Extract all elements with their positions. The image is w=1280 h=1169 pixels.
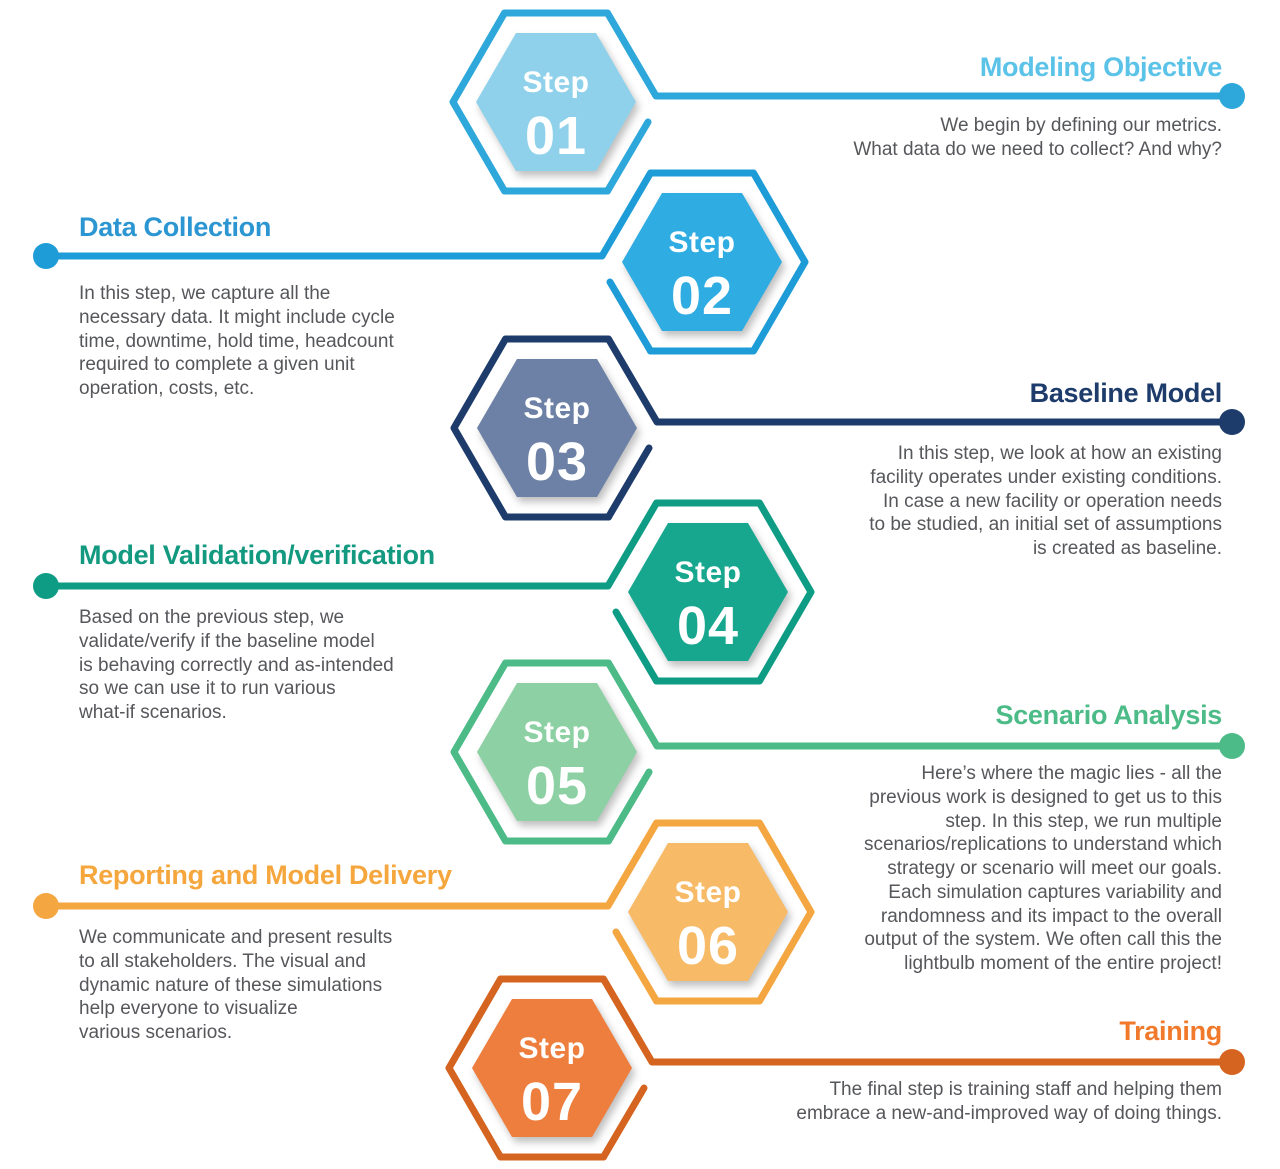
step-02-group: Step 02 bbox=[33, 169, 809, 355]
hexagon-outline-and-connector bbox=[450, 335, 1236, 521]
step-02-title: Data Collection bbox=[79, 212, 272, 242]
hexagon-step-04 bbox=[628, 523, 788, 661]
connector-dot bbox=[33, 893, 59, 919]
hexagon-outline-tail bbox=[605, 444, 653, 521]
step-04-number: 04 bbox=[677, 596, 739, 656]
step-07-group: Step 07 bbox=[445, 975, 1245, 1161]
hexagon-outline-tail bbox=[612, 928, 660, 1005]
step-01-outline-group bbox=[449, 9, 1236, 195]
step-05-description: Here’s where the magic lies - all the pr… bbox=[863, 763, 1222, 974]
connector-dot bbox=[33, 573, 59, 599]
step-05-title: Scenario Analysis bbox=[995, 700, 1222, 730]
step-04-description: Based on the previous step, we validate/… bbox=[79, 607, 394, 723]
step-05-outline-group bbox=[450, 659, 1236, 845]
hexagon-outline-tail bbox=[604, 118, 652, 195]
connector-dot bbox=[1219, 409, 1245, 435]
step-02-label: Step bbox=[668, 226, 735, 259]
step-01-label: Step bbox=[522, 66, 589, 99]
hexagon-step-02 bbox=[622, 193, 782, 331]
hexagon-step-01 bbox=[476, 33, 636, 171]
step-05-group: Step 05 bbox=[450, 659, 1245, 845]
step-04-label: Step bbox=[674, 556, 741, 589]
hexagon-outline-tail bbox=[600, 1084, 648, 1161]
step-02-description: In this step, we capture all the necessa… bbox=[79, 283, 395, 399]
step-06-number: 06 bbox=[677, 916, 739, 976]
hexagon-outline-and-connector bbox=[445, 975, 1236, 1161]
hexagon-outline-tail bbox=[606, 278, 654, 355]
step-07-description: The final step is training staff and hel… bbox=[796, 1079, 1222, 1124]
step-05-number: 05 bbox=[526, 756, 588, 816]
hexagon-outline-and-connector bbox=[42, 819, 815, 1005]
hexagon-outline-tail bbox=[605, 768, 653, 845]
hexagon-step-07 bbox=[472, 999, 632, 1137]
step-04-title: Model Validation/verification bbox=[79, 540, 435, 570]
step-05-label: Step bbox=[523, 716, 590, 749]
step-07-outline-group bbox=[445, 975, 1236, 1161]
connector-dot bbox=[1219, 83, 1245, 109]
hexagon-step-03 bbox=[477, 359, 637, 497]
hexagon-outline-and-connector bbox=[42, 169, 809, 355]
step-03-description: In this step, we look at how an existing… bbox=[869, 443, 1222, 559]
step-06-title: Reporting and Model Delivery bbox=[79, 860, 452, 890]
connector-dot bbox=[33, 243, 59, 269]
hexagon-step-05 bbox=[477, 683, 637, 821]
step-01-description: We begin by defining our metrics. What d… bbox=[853, 115, 1222, 160]
step-01-group: Step 01 bbox=[449, 9, 1245, 195]
step-07-title: Training bbox=[1119, 1016, 1222, 1046]
step-03-group: Step 03 bbox=[450, 335, 1245, 521]
step-01-title: Modeling Objective bbox=[979, 52, 1222, 82]
step-01-number: 01 bbox=[525, 106, 587, 166]
step-04-group: Step 04 bbox=[33, 499, 815, 685]
step-02-outline-group bbox=[42, 169, 809, 355]
step-03-label: Step bbox=[523, 392, 590, 425]
step-06-label: Step bbox=[674, 876, 741, 909]
hexagon-outline-and-connector bbox=[449, 9, 1236, 195]
connector-dot bbox=[1219, 1049, 1245, 1075]
connector-dot bbox=[1219, 733, 1245, 759]
step-07-label: Step bbox=[518, 1032, 585, 1065]
step-03-outline-group bbox=[450, 335, 1236, 521]
step-02-number: 02 bbox=[671, 266, 733, 326]
step-06-description: We communicate and present results to al… bbox=[79, 927, 393, 1043]
step-06-outline-group bbox=[42, 819, 815, 1005]
hexagon-outline-and-connector bbox=[42, 499, 815, 685]
step-03-title: Baseline Model bbox=[1029, 378, 1223, 408]
step-03-number: 03 bbox=[526, 432, 588, 492]
hexagon-outline-tail bbox=[612, 608, 660, 685]
step-04-outline-group bbox=[42, 499, 815, 685]
hexagon-step-06 bbox=[628, 843, 788, 981]
step-07-number: 07 bbox=[521, 1072, 583, 1132]
step-06-group: Step 06 bbox=[33, 819, 815, 1005]
hexagon-outline-and-connector bbox=[450, 659, 1236, 845]
